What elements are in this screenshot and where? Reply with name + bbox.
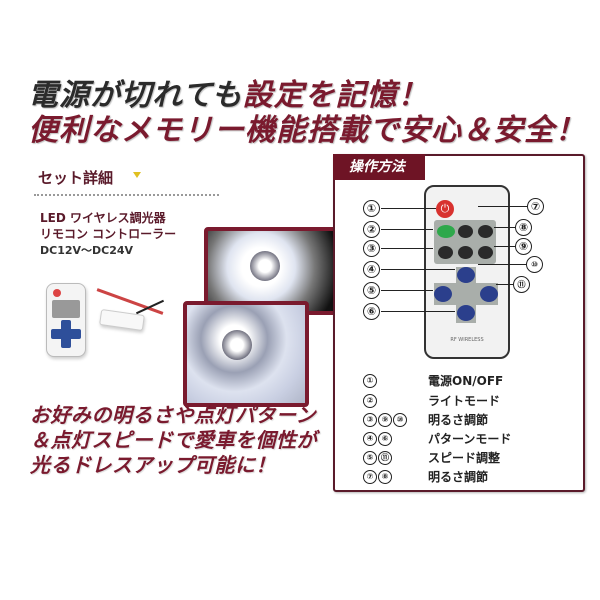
slogan-line-1: お好みの明るさや点灯パターン (30, 403, 316, 427)
callout-7: ⑦ (527, 198, 544, 215)
callout-9: ⑨ (515, 238, 532, 255)
pattern-down-button-icon (457, 305, 475, 321)
legend-num: ⑦ (363, 470, 377, 484)
button-grid (434, 220, 496, 264)
callout-line-9 (494, 246, 515, 247)
slogan-line-2: ＆点灯スピードで愛車を個性が (30, 428, 317, 452)
callout-line-10 (478, 264, 526, 265)
callout-line-5 (381, 290, 433, 291)
callout-line-2 (381, 229, 433, 230)
slogan-line-3: 光るドレスアップ可能に！ (30, 453, 276, 477)
headline-line-2: 便利なメモリー機能搭載で安心＆安全！ (28, 113, 586, 148)
speed-down-button-icon (434, 286, 452, 302)
led-photo-1 (204, 227, 352, 315)
brightness-button-9-icon (478, 246, 493, 259)
callout-2: ② (363, 221, 380, 238)
brightness-up-button-icon (458, 225, 473, 238)
callout-10: ⑩ (526, 256, 543, 273)
legend-label: 電源ON/OFF (428, 374, 504, 388)
headline-dark-text: 電源が切れても (28, 78, 243, 113)
set-details-title: セット詳細 (38, 169, 114, 187)
power-icon: ⏻ (436, 200, 454, 218)
legend-num: ⑪ (378, 451, 392, 465)
speed-up-button-icon (480, 286, 498, 302)
brightness-button-3-icon (438, 246, 453, 259)
legend-num: ② (363, 394, 377, 408)
legend-num: ③ (363, 413, 377, 427)
light-mode-button-icon (437, 225, 455, 238)
callout-4: ④ (363, 261, 380, 278)
legend-num: ① (363, 374, 377, 388)
led-glow-icon (222, 329, 253, 360)
product-name-line-1: LED ワイヤレス調光器 (40, 211, 166, 225)
triangle-down-icon (133, 172, 141, 178)
callout-line-11 (496, 284, 513, 285)
headline-line-1: 電源が切れても設定を記憶！ (28, 78, 429, 114)
legend-num: ④ (363, 432, 377, 446)
product-remote-photo (46, 283, 86, 357)
brightness-button-10-icon (458, 246, 473, 259)
headline-accent-text: 設定を記憶！ (242, 78, 429, 113)
callout-line-8 (494, 227, 515, 228)
dotted-divider (34, 194, 219, 196)
product-name-line-2: リモコン コントローラー (40, 227, 177, 241)
remote-diagram: ⏻ RF WIRELESS (424, 185, 510, 359)
legend-nums: ① (363, 373, 378, 388)
power-button-icon (53, 289, 61, 297)
legend-label: 明るさ調節 (428, 413, 489, 427)
legend-num: ⑨ (378, 413, 392, 427)
legend-num: ⑤ (363, 451, 377, 465)
dpad-horizontal-icon (51, 329, 81, 339)
callout-line-1 (381, 208, 436, 209)
legend-num: ⑧ (378, 470, 392, 484)
callout-5: ⑤ (363, 282, 380, 299)
callout-3: ③ (363, 240, 380, 257)
keypad-icon (52, 300, 80, 318)
legend-nums: ② (363, 393, 378, 408)
callout-11: ⑪ (513, 276, 530, 293)
callout-8: ⑧ (515, 219, 532, 236)
callout-6: ⑥ (363, 303, 380, 320)
led-photo-2 (183, 301, 309, 407)
callout-line-6 (381, 311, 455, 312)
callout-line-3 (381, 248, 433, 249)
brightness-down-button-icon (478, 225, 493, 238)
legend-label: ライトモード (428, 394, 501, 408)
callout-line-4 (381, 269, 455, 270)
legend-label: スピード調整 (428, 451, 501, 465)
product-voltage: DC12V〜DC24V (40, 244, 134, 257)
legend-num: ⑥ (378, 432, 392, 446)
remote-brand-text: RF WIRELESS (450, 337, 484, 343)
led-glow-icon (250, 251, 280, 281)
pattern-up-button-icon (457, 267, 475, 283)
callout-1: ① (363, 200, 380, 217)
callout-line-7 (478, 206, 527, 207)
legend-label: 明るさ調節 (428, 470, 489, 484)
operation-panel-title: 操作方法 (333, 154, 425, 180)
legend-label: パターンモード (428, 432, 512, 446)
legend-num: ⑩ (393, 413, 407, 427)
